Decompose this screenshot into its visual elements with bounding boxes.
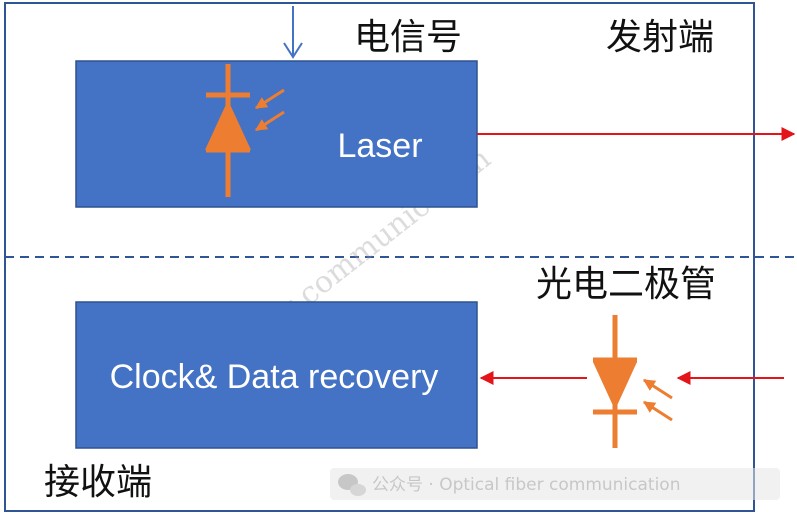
laser-block: [75, 60, 478, 208]
laser-diode-icon: [205, 64, 285, 197]
wechat-icon: [338, 474, 366, 496]
receiver-label: 接收端: [44, 462, 152, 503]
cdr-block: [75, 301, 478, 449]
electrical-signal-label: 电信号: [354, 17, 462, 58]
footer-watermark-text: 公众号 · Optical fiber communication: [372, 475, 680, 495]
footer-watermark: 公众号 · Optical fiber communication: [330, 468, 780, 500]
transmitter-label: 发射端: [606, 17, 714, 58]
electrical-input-arrow-icon: [283, 6, 303, 59]
photodiode-label: 光电二极管: [536, 264, 716, 305]
photodiode-icon: [593, 315, 673, 448]
cdr-label: Clock& Data recovery: [110, 358, 439, 396]
laser-label: Laser: [337, 127, 422, 165]
